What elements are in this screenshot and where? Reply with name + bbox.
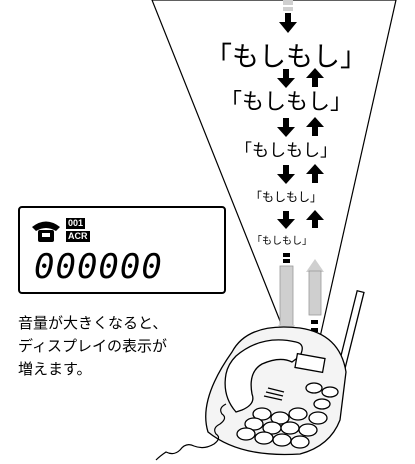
arrow-pair-2 bbox=[277, 117, 324, 137]
handset-icon bbox=[224, 339, 303, 413]
speech-phrase-loud: 「もしもし」 bbox=[219, 90, 353, 115]
down-arrow-icon bbox=[277, 165, 295, 184]
speech-phrase-softest: 「もしもし」 bbox=[252, 236, 312, 247]
mode-badge: ACR bbox=[66, 231, 90, 242]
caption-line-2: ディスプレイの表示が bbox=[18, 337, 167, 355]
telephone-illustration bbox=[155, 289, 365, 461]
lcd-digits: 000000 bbox=[34, 247, 163, 287]
up-arrow-icon bbox=[306, 164, 324, 183]
down-arrow-icon bbox=[277, 118, 295, 137]
speaker-grill bbox=[263, 387, 285, 401]
caption-line-1: 音量が大きくなると、 bbox=[18, 314, 168, 332]
arrow-pair-1 bbox=[277, 68, 324, 88]
quiet-down-bar bbox=[278, 253, 295, 338]
message-count-badge: 001 bbox=[66, 218, 86, 229]
keypad bbox=[236, 382, 339, 449]
caption: 音量が大きくなると、 ディスプレイの表示が 増えます。 bbox=[18, 312, 258, 381]
speech-phrase-loudest: 「もしもし」 bbox=[205, 42, 367, 73]
speech-phrase-soft: 「もしもし」 bbox=[249, 190, 323, 204]
up-arrow-icon bbox=[306, 117, 324, 136]
caption-line-3: 増えます。 bbox=[18, 360, 92, 378]
down-arrow-icon bbox=[277, 69, 295, 88]
base-display bbox=[294, 352, 326, 374]
coiled-cord bbox=[155, 403, 227, 461]
handset-icon bbox=[32, 221, 60, 242]
up-arrow-icon bbox=[306, 68, 324, 87]
arrow-pair-4 bbox=[277, 210, 324, 229]
arrow-pair-3 bbox=[277, 164, 324, 184]
lcd-display: 001 ACR 000000 bbox=[18, 206, 226, 294]
down-arrow-icon bbox=[277, 211, 295, 229]
speech-phrase-medium: 「もしもし」 bbox=[235, 141, 337, 161]
top-down-arrow bbox=[279, 0, 297, 33]
quiet-up-bar bbox=[306, 259, 324, 332]
up-arrow-icon bbox=[306, 210, 324, 228]
